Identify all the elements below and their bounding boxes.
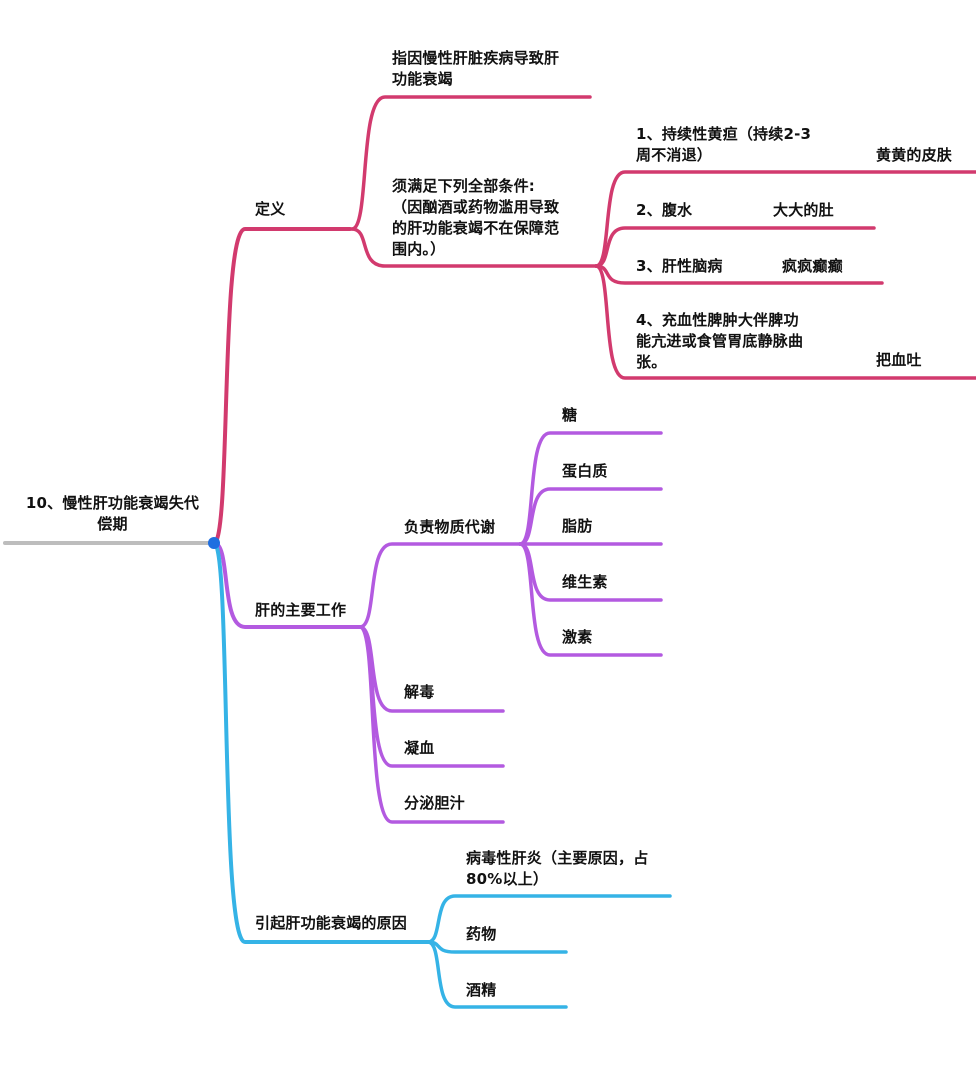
causes-node-label[interactable]: 引起肝功能衰竭的原因 — [255, 914, 408, 932]
definition-summary-node[interactable]: 指因慢性肝脏疾病导致肝 功能衰竭 — [392, 49, 560, 88]
link-root-definition — [212, 227, 352, 545]
root-dot — [208, 537, 220, 549]
condition-splenomegaly-node[interactable]: 4、充血性脾肿大伴脾功 能亢进或食管胃底静脉曲 张。 — [636, 311, 804, 371]
condition-ascites-note: 大大的肚 — [773, 201, 834, 219]
liver-work-coagulation[interactable]: 凝血 — [404, 739, 435, 757]
link-metabolism-item-1 — [518, 487, 663, 546]
metabolism-item-vitamin[interactable]: 维生素 — [562, 573, 608, 591]
link-cause-hepatitis — [426, 894, 672, 944]
link-cause-alcohol — [426, 940, 568, 1009]
metabolism-item-hormone[interactable]: 激素 — [562, 628, 593, 646]
metabolism-item-protein[interactable]: 蛋白质 — [562, 462, 608, 480]
link-liver-metabolism — [358, 542, 522, 629]
liver-work-node-label[interactable]: 肝的主要工作 — [255, 601, 347, 619]
condition-ascites-node[interactable]: 2、腹水 — [636, 201, 693, 219]
metabolism-item-fat[interactable]: 脂肪 — [562, 517, 593, 535]
link-root-causes — [212, 541, 430, 944]
metabolism-item-sugar[interactable]: 糖 — [562, 406, 578, 424]
cause-hepatitis-node[interactable]: 病毒性肝炎（主要原因，占 80%以上） — [466, 849, 649, 888]
link-cause-drugs — [426, 940, 568, 954]
link-root-liver-work — [212, 541, 362, 629]
link-condition-splenomegaly — [594, 264, 976, 380]
link-condition-ascites — [594, 226, 876, 268]
condition-splenomegaly-note: 把血吐 — [876, 351, 922, 369]
root-node-label[interactable]: 10、慢性肝功能衰竭失代 偿期 — [25, 494, 200, 533]
condition-jaundice-node[interactable]: 1、持续性黄疸（持续2-3 周不消退） — [636, 125, 812, 164]
cause-drugs-node[interactable]: 药物 — [466, 925, 497, 943]
condition-encephalopathy-node[interactable]: 3、肝性脑病 — [636, 257, 723, 275]
metabolism-node-label[interactable]: 负责物质代谢 — [404, 518, 496, 536]
condition-jaundice-note: 黄黄的皮肤 — [876, 146, 953, 164]
link-liver-bile — [358, 625, 505, 824]
definition-conditions-node[interactable]: 须满足下列全部条件: （因酗酒或药物滥用导致 的肝功能衰竭不在保障范 围内。） — [392, 177, 560, 258]
definition-node-label[interactable]: 定义 — [255, 200, 286, 218]
link-definition-conditions — [350, 227, 598, 268]
condition-encephalopathy-note: 疯疯癫癫 — [782, 257, 843, 275]
liver-work-bile[interactable]: 分泌胆汁 — [404, 794, 465, 812]
cause-alcohol-node[interactable]: 酒精 — [466, 981, 497, 999]
liver-work-detox[interactable]: 解毒 — [404, 683, 435, 701]
link-condition-jaundice — [594, 170, 976, 268]
link-definition-summary — [350, 95, 592, 231]
link-metabolism-item-4 — [518, 542, 663, 657]
